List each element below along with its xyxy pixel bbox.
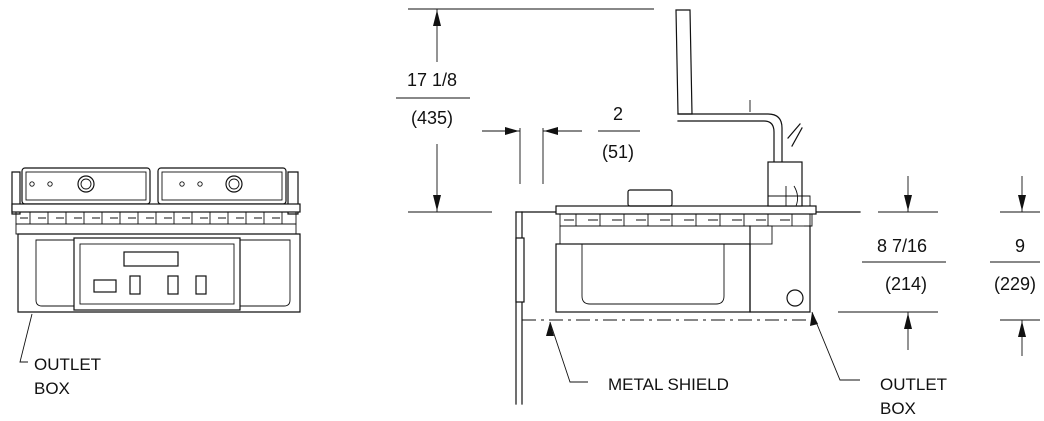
front-outlet-box-label-line1: OUTLET [34,355,101,374]
dim-gap-metric: (51) [602,142,634,162]
dim-depth-outer-metric: (229) [994,274,1036,294]
front-right-platen [157,167,287,205]
dim-depth-inner-imperial: 8 7/16 [877,236,927,256]
front-grid-rail [15,211,297,235]
dimension-overall-height: 17 1/8 (435) [390,8,654,213]
side-top-rail [515,189,861,245]
front-left-platen [21,167,151,205]
front-control-panel [73,237,241,311]
side-body [555,225,811,313]
side-outlet-box-label-line2: BOX [880,399,916,418]
dim-height-imperial: 17 1/8 [407,70,457,90]
dimension-gap: 2 (51) [482,104,640,184]
dim-depth-inner-metric: (214) [885,274,927,294]
side-view: 17 1/8 (435) 2 (51) [390,8,1040,418]
side-outlet-box-label-line1: OUTLET [880,375,947,394]
metal-shield [515,211,525,405]
dim-depth-outer-imperial: 9 [1015,236,1025,256]
dim-height-metric: (435) [411,108,453,128]
front-view: OUTLET BOX [11,167,301,398]
side-outlet-box-callout: OUTLET BOX [810,311,947,418]
front-outlet-box-callout: OUTLET BOX [19,313,101,398]
metal-shield-callout: METAL SHIELD [546,321,729,394]
dimension-depth-outer: 9 (229) [990,176,1040,356]
metal-shield-label: METAL SHIELD [608,375,729,394]
dimension-depth-inner: 8 7/16 (214) [838,176,946,350]
dim-gap-imperial: 2 [613,104,623,124]
front-outlet-box-label-line2: BOX [34,379,70,398]
side-handle-arm [675,9,811,207]
